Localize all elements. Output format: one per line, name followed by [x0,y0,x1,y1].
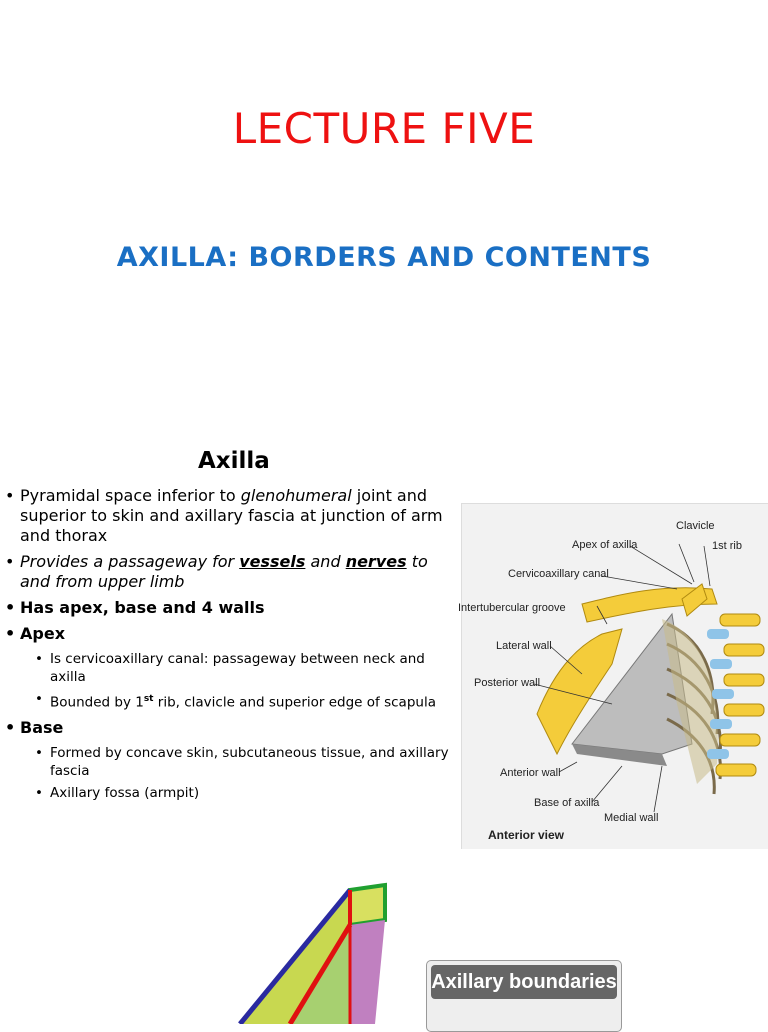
bullet-apex: Apex [0,624,460,644]
label-base: Base of axilla [534,797,600,809]
bullet-passageway: Provides a passageway for vessels and ne… [0,552,460,592]
sub-bullet-bounded: Bounded by 1st rib, clavicle and superio… [0,690,460,712]
label-anterior-view: Anterior view [488,828,565,842]
bullet-apex-base-walls: Has apex, base and 4 walls [0,598,460,618]
bullet-list: Pyramidal space inferior to glenohumeral… [0,486,460,806]
sub-bullet-canal: Is cervicoaxillary canal: passageway bet… [0,650,460,686]
sub-bullet-formed: Formed by concave skin, subcutaneous tis… [0,744,460,780]
bullet-base: Base [0,718,460,738]
bullet-pyramidal-space: Pyramidal space inferior to glenohumeral… [0,486,460,546]
label-anterior-wall: Anterior wall [500,767,561,779]
slide-subtitle: AXILLA: BORDERS AND CONTENTS [116,242,652,273]
slide-title: LECTURE FIVE [232,104,536,153]
label-groove: Intertubercular groove [458,602,566,614]
axilla-pyramid-diagram [238,882,387,1024]
label-posterior-wall: Posterior wall [474,677,541,689]
label-canal: Cervicoaxillary canal [508,568,609,580]
axilla-illustration [533,543,765,813]
axillary-boundaries-box: Axillary boundaries [426,960,622,1032]
label-medial-wall: Medial wall [604,812,659,824]
axilla-anatomy-figure: Clavicle Apex of axilla 1st rib Cervicoa… [458,503,768,849]
section-heading: Axilla [198,448,270,474]
label-clavicle: Clavicle [676,520,715,532]
label-lateral-wall: Lateral wall [496,640,552,652]
sub-bullet-fossa: Axillary fossa (armpit) [0,784,460,802]
axillary-boundaries-label: Axillary boundaries [431,965,617,999]
label-first-rib: 1st rib [712,540,742,552]
label-apex: Apex of axilla [572,539,638,551]
